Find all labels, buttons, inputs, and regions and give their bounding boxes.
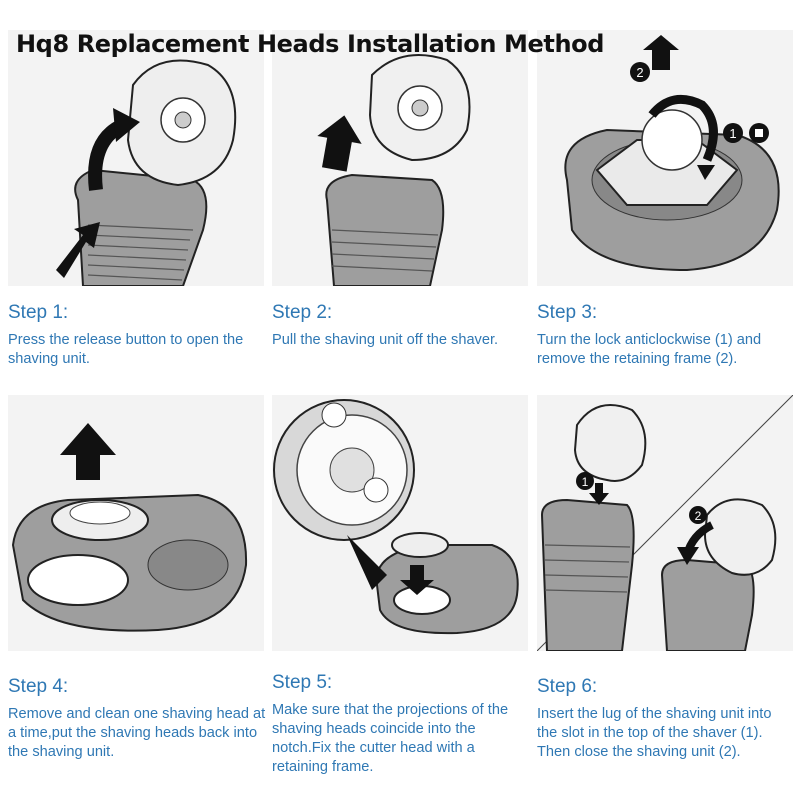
step-6-illustration: 1 2: [537, 395, 793, 651]
step-3: Step 3: Turn the lock anticlockwise (1) …: [537, 302, 795, 369]
callout-2: 2: [636, 65, 643, 80]
callout-6-2: 2: [695, 509, 702, 523]
step-3-heading: Step 3:: [537, 302, 598, 323]
callout-1: 1: [729, 126, 736, 141]
step-1-heading: Step 1:: [8, 302, 69, 323]
step-4-illustration: [8, 395, 264, 651]
step-2-heading: Step 2:: [272, 302, 333, 323]
step-4-text: Remove and clean one shaving head at a t…: [8, 706, 266, 760]
step-6-text: Insert the lug of the shaving unit into …: [537, 706, 772, 760]
step-4-heading: Step 4:: [8, 676, 69, 697]
step-1: Step 1: Press the release button to open…: [8, 302, 266, 369]
callout-6-1: 1: [582, 475, 589, 489]
step-2-illustration: [272, 30, 528, 286]
step-2: Step 2: Pull the shaving unit off the sh…: [272, 302, 530, 350]
step-6: Step 6: Insert the lug of the shaving un…: [537, 676, 795, 762]
step-2-text: Pull the shaving unit off the shaver.: [272, 332, 499, 348]
step-3-text: Turn the lock anticlockwise (1) and remo…: [537, 332, 762, 367]
step-1-text: Press the release button to open the sha…: [8, 332, 244, 367]
step-5-text: Make sure that the projections of the sh…: [272, 702, 509, 775]
step-5-heading: Step 5:: [272, 672, 333, 693]
step-5: Step 5: Make sure that the projections o…: [272, 672, 530, 777]
step-5-illustration: [272, 395, 528, 651]
step-6-heading: Step 6:: [537, 676, 598, 697]
page-title: Hq8 Replacement Heads Installation Metho…: [16, 30, 604, 58]
step-1-illustration: [8, 30, 264, 286]
step-3-illustration: 1 2: [537, 30, 793, 286]
step-4: Step 4: Remove and clean one shaving hea…: [8, 676, 266, 762]
